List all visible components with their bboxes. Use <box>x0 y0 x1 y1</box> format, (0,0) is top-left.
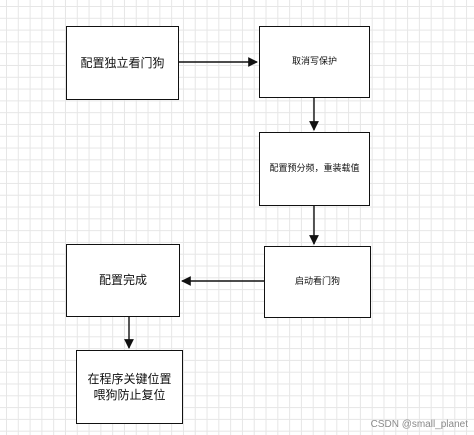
node-config-complete: 配置完成 <box>66 244 180 317</box>
node-label: 配置预分频，重装载值 <box>269 163 360 174</box>
node-start-watchdog: 启动看门狗 <box>264 246 371 318</box>
node-label: 配置完成 <box>98 273 147 288</box>
node-label: 取消写保护 <box>291 56 337 67</box>
node-label: 启动看门狗 <box>294 276 340 287</box>
node-label: 配置独立看门狗 <box>80 55 165 70</box>
node-feed-dog: 在程序关键位置 喂狗防止复位 <box>76 350 183 424</box>
node-disable-write-protect: 取消写保护 <box>259 26 370 98</box>
node-set-prescaler-reload: 配置预分频，重装载值 <box>259 132 370 206</box>
watermark-text: CSDN @small_planet <box>370 419 468 430</box>
node-label: 在程序关键位置 喂狗防止复位 <box>87 371 172 402</box>
node-configure-iwdg: 配置独立看门狗 <box>66 26 179 100</box>
